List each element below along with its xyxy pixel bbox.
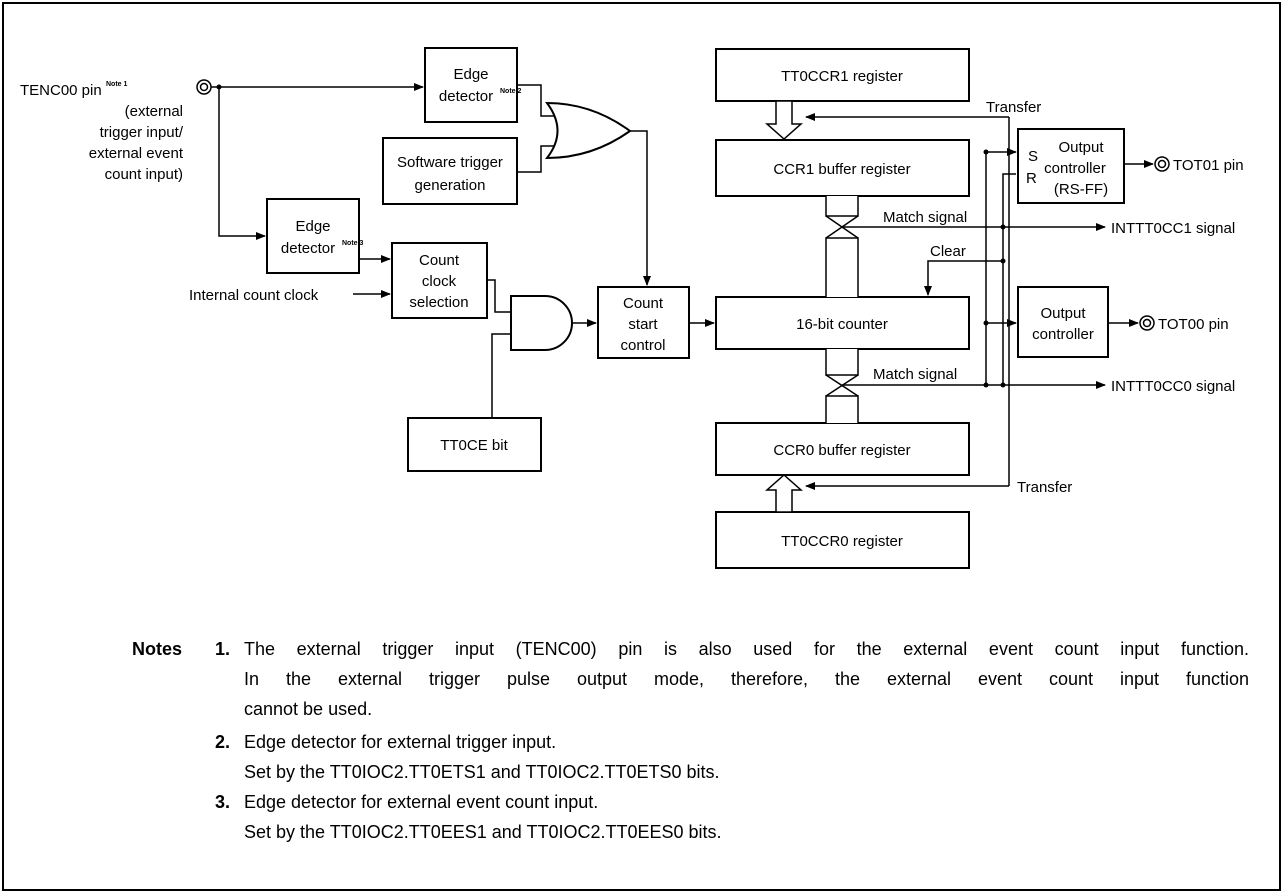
tenc00-pin-line5: count input) xyxy=(105,166,183,183)
tenc00-pin-circle xyxy=(196,79,212,95)
ccr1-buffer-register-label: CCR1 buffer register xyxy=(773,161,910,178)
edge-detector-1-block: Edge detector Note 2 xyxy=(424,47,522,123)
output-controller-block: Output controller xyxy=(1017,286,1109,358)
tenc00-pin-line3: trigger input/ xyxy=(100,124,184,141)
internal-count-clock-label: Internal count clock xyxy=(189,287,319,304)
output-controller-rsff-line2: controller xyxy=(1044,160,1106,177)
bus-arrows xyxy=(765,100,859,513)
tt0ce-bit-label: TT0CE bit xyxy=(440,437,508,454)
ccr0-buffer-register-label: CCR0 buffer register xyxy=(773,442,910,459)
tenc00-pin-label: TENC00 pin xyxy=(20,82,102,99)
software-trigger-line1: Software trigger xyxy=(397,154,503,171)
output-controller-rsff-line1: Output xyxy=(1058,139,1104,156)
clear-label: Clear xyxy=(930,243,966,260)
edge-detector-2-line2: detector xyxy=(281,240,335,257)
or-gate xyxy=(544,101,632,160)
tenc00-pin-line4: external event xyxy=(89,145,184,162)
tt0ccr1-register-label: TT0CCR1 register xyxy=(781,68,903,85)
tot00-pin-label: TOT00 pin xyxy=(1158,316,1229,333)
intttocc1-signal-label: INTTT0CC1 signal xyxy=(1111,220,1235,237)
junction-dots xyxy=(216,84,1006,388)
ccr1-buffer-register-block: CCR1 buffer register xyxy=(715,139,970,197)
match-signal-bottom-label: Match signal xyxy=(873,366,957,383)
count-start-line1: Count xyxy=(623,295,664,312)
ccr0-buffer-register-block: CCR0 buffer register xyxy=(715,422,970,476)
counter-16bit-label: 16-bit counter xyxy=(796,316,888,333)
edge-detector-2-block: Edge detector Note 3 xyxy=(266,198,364,274)
edge-detector-2-line1: Edge xyxy=(295,218,330,235)
tt0ccr1-register-block: TT0CCR1 register xyxy=(715,48,970,102)
output-controller-r-label: R xyxy=(1026,170,1037,187)
match-signal-top-label: Match signal xyxy=(883,209,967,226)
software-trigger-block: Software trigger generation xyxy=(382,137,518,205)
count-start-control-block: Count start control xyxy=(597,286,690,359)
tt0ccr0-register-label: TT0CCR0 register xyxy=(781,533,903,550)
intttocc0-signal-label: INTTT0CC0 signal xyxy=(1111,378,1235,395)
count-clock-selection-block: Count clock selection xyxy=(391,242,488,319)
tt0ccr0-register-block: TT0CCR0 register xyxy=(715,511,970,569)
output-controller-rsff-block: S R Output controller (RS-FF) xyxy=(1017,128,1125,204)
tenc00-pin-note: Note 1 xyxy=(106,81,128,88)
count-clock-line2: clock xyxy=(422,273,457,290)
tot01-pin-label: TOT01 pin xyxy=(1173,157,1244,174)
tot00-pin-circle xyxy=(1139,315,1155,331)
transfer-top-label: Transfer xyxy=(986,99,1041,116)
count-start-line2: start xyxy=(628,316,658,333)
transfer-bottom-label: Transfer xyxy=(1017,479,1072,496)
edge-detector-1-note: Note 2 xyxy=(500,88,522,95)
output-controller-line1: Output xyxy=(1040,305,1086,322)
count-start-line3: control xyxy=(620,337,665,354)
output-controller-rsff-line3: (RS-FF) xyxy=(1054,181,1108,198)
edge-detector-1-line1: Edge xyxy=(453,66,488,83)
tot01-pin-circle xyxy=(1154,156,1170,172)
edge-detector-1-line2: detector xyxy=(439,88,493,105)
comparator-crosses xyxy=(825,215,859,397)
edge-detector-2-note: Note 3 xyxy=(342,240,364,247)
wires xyxy=(211,83,1154,490)
count-clock-line3: selection xyxy=(409,294,468,311)
tt0ce-bit-block: TT0CE bit xyxy=(407,417,542,472)
tenc00-pin-line2: (external xyxy=(125,103,183,120)
count-clock-line1: Count xyxy=(419,252,460,269)
counter-16bit-block: 16-bit counter xyxy=(715,296,970,350)
software-trigger-line2: generation xyxy=(415,177,486,194)
and-gate xyxy=(510,295,573,351)
output-controller-s-label: S xyxy=(1028,148,1038,165)
output-controller-line2: controller xyxy=(1032,326,1094,343)
